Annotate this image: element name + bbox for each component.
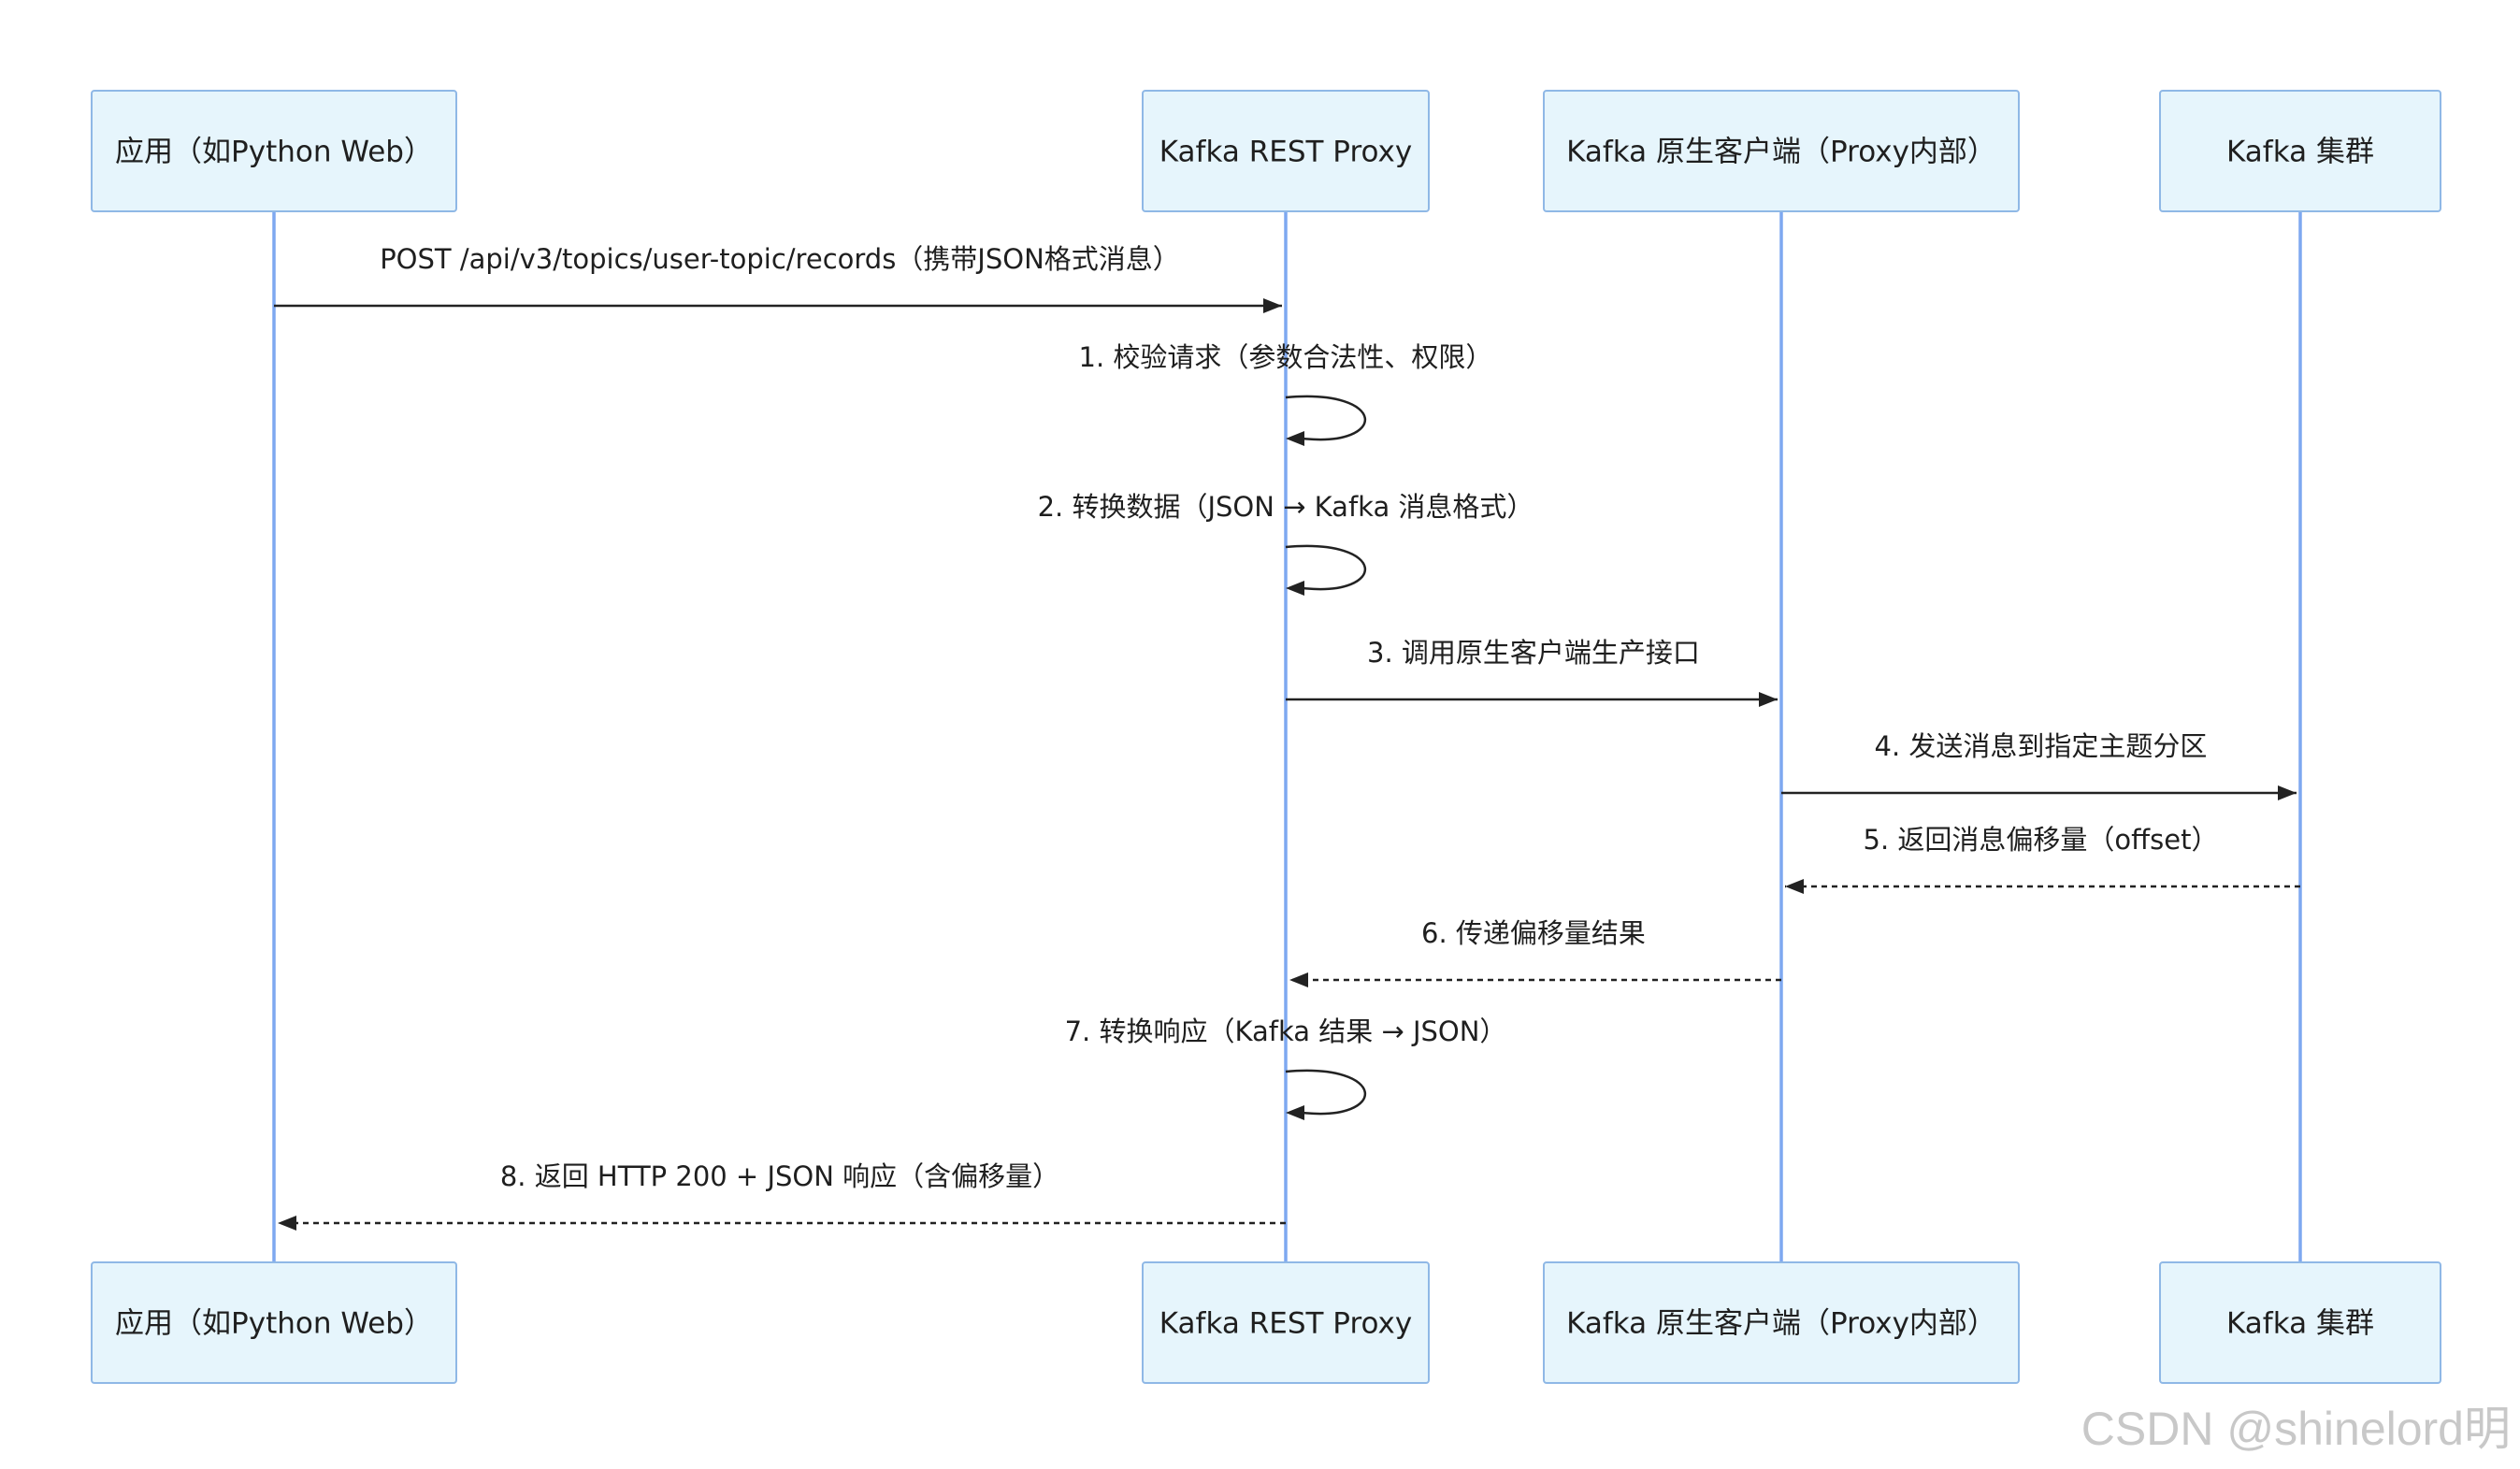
arrowhead <box>2278 785 2297 800</box>
actor-cluster-top: Kafka 集群 <box>2159 90 2441 212</box>
message-label: 2. 转换数据（JSON → Kafka 消息格式） <box>1038 491 1534 523</box>
lifelines <box>272 211 2302 1262</box>
actor-box <box>1543 1261 2020 1384</box>
arrowhead <box>278 1216 296 1231</box>
actor-client-top: Kafka 原生客户端（Proxy内部） <box>1543 90 2020 212</box>
actor-box <box>1142 90 1430 212</box>
actor-proxy-top: Kafka REST Proxy <box>1142 90 1430 212</box>
actor-box <box>2159 1261 2441 1384</box>
message-3: 2. 转换数据（JSON → Kafka 消息格式） <box>1038 491 1534 596</box>
message-label: POST /api/v3/topics/user-topic/records（携… <box>380 243 1180 275</box>
message-2: 1. 校验请求（参数合法性、权限） <box>1079 341 1493 446</box>
actor-label: Kafka 原生客户端（Proxy内部） <box>1566 136 1996 169</box>
message-8: 7. 转换响应（Kafka 结果 → JSON） <box>1065 1015 1507 1120</box>
actor-box <box>1142 1261 1430 1384</box>
actors-bottom: 应用（如Python Web） Kafka REST Proxy Kafka 原生客… <box>91 1261 2441 1384</box>
actor-label: Kafka 原生客户端（Proxy内部） <box>1566 1307 1996 1341</box>
watermark-text: CSDN @shinelord明 <box>2081 1403 2511 1455</box>
actor-cluster-bottom: Kafka 集群 <box>2159 1261 2441 1384</box>
arrowhead <box>1263 298 1282 313</box>
message-label: 1. 校验请求（参数合法性、权限） <box>1079 341 1493 373</box>
message-label: 5. 返回消息偏移量（offset） <box>1864 824 2219 856</box>
actor-label: Kafka 集群 <box>2226 136 2374 169</box>
actor-box <box>91 1261 457 1384</box>
actor-label: Kafka REST Proxy <box>1159 1307 1412 1341</box>
message-line <box>1285 544 1367 591</box>
actor-app-top: 应用（如Python Web） <box>91 90 457 212</box>
actor-box <box>2159 90 2441 212</box>
message-label: 4. 发送消息到指定主题分区 <box>1875 730 2208 762</box>
actor-proxy-bottom: Kafka REST Proxy <box>1142 1261 1430 1384</box>
arrowhead <box>1785 879 1804 894</box>
actor-box <box>1543 90 2020 212</box>
actors-top: 应用（如Python Web） Kafka REST Proxy Kafka 原生客… <box>91 90 2441 212</box>
message-label: 3. 调用原生客户端生产接口 <box>1367 637 1700 669</box>
message-6: 5. 返回消息偏移量（offset） <box>1785 824 2300 894</box>
message-9: 8. 返回 HTTP 200 + JSON 响应（含偏移量） <box>278 1160 1286 1231</box>
arrowhead <box>1289 972 1308 987</box>
message-7: 6. 传递偏移量结果 <box>1289 917 1781 987</box>
message-label: 7. 转换响应（Kafka 结果 → JSON） <box>1065 1015 1507 1047</box>
actor-label: 应用（如Python Web） <box>115 1307 433 1341</box>
message-1: POST /api/v3/topics/user-topic/records（携… <box>274 243 1282 313</box>
arrowhead <box>1759 692 1778 707</box>
actor-client-bottom: Kafka 原生客户端（Proxy内部） <box>1543 1261 2020 1384</box>
message-line <box>1285 1069 1367 1116</box>
message-5: 4. 发送消息到指定主题分区 <box>1781 730 2297 800</box>
message-label: 6. 传递偏移量结果 <box>1421 917 1646 949</box>
actor-label: Kafka REST Proxy <box>1159 136 1412 169</box>
actor-app-bottom: 应用（如Python Web） <box>91 1261 457 1384</box>
messages: POST /api/v3/topics/user-topic/records（携… <box>274 243 2300 1231</box>
arrowhead <box>1286 431 1304 446</box>
message-label: 8. 返回 HTTP 200 + JSON 响应（含偏移量） <box>500 1160 1059 1192</box>
actor-label: 应用（如Python Web） <box>115 136 433 169</box>
message-4: 3. 调用原生客户端生产接口 <box>1286 637 1778 707</box>
actor-box <box>91 90 457 212</box>
arrowhead <box>1286 581 1304 596</box>
actor-label: Kafka 集群 <box>2226 1307 2374 1341</box>
message-line <box>1285 395 1367 441</box>
arrowhead <box>1286 1105 1304 1120</box>
